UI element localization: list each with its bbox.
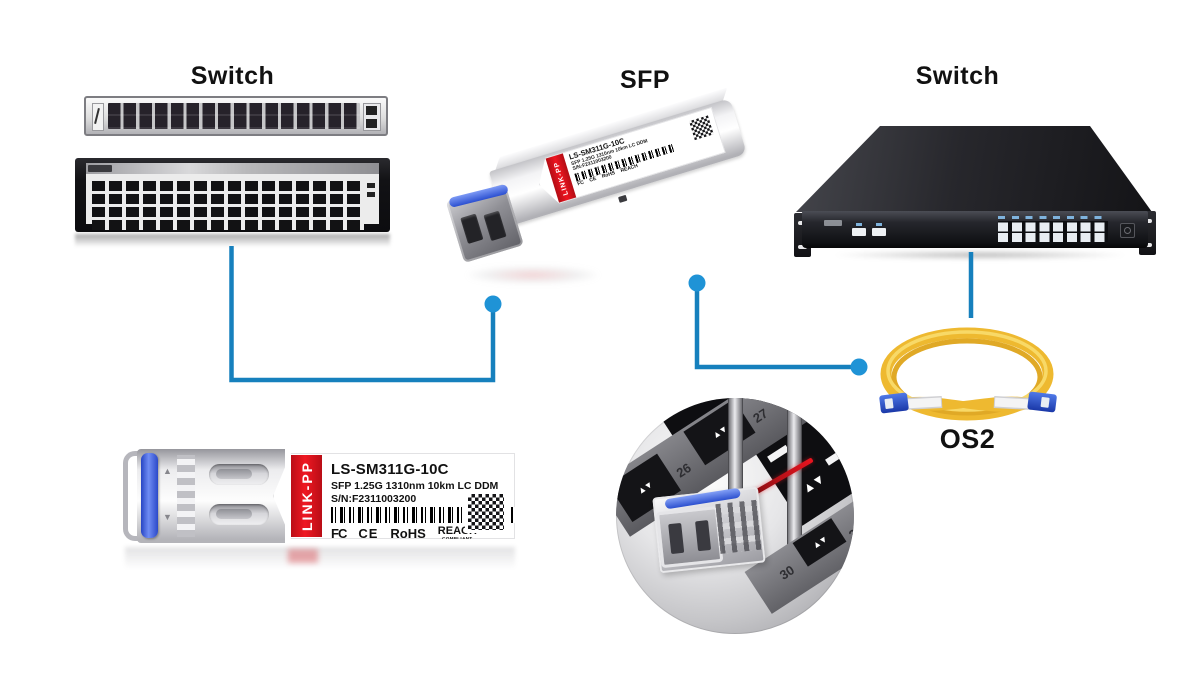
switch-1u-port-row [108,103,360,129]
rack-switch-top-face [796,126,1152,212]
wire-endpoint-dot [850,358,868,376]
rack-switch-port-grid [998,221,1108,242]
switch-2u-reflection [75,234,390,247]
ce-mark: CE [588,175,598,184]
cage-rail [787,398,802,560]
port-number: 27 [750,405,771,426]
cable-coil [880,327,1054,421]
switch-1u-image [84,96,388,136]
sfp-transceiver-image: LINK-PP LS-SM311G-10C SFP 1.25G 1310nm 1… [445,87,767,281]
sfp-slot-bottom [209,504,269,525]
sfp-module-closeup: ▲ ▼ LINK-PP LS-SM311G-10C SFP 1.25G 1310… [123,448,515,545]
switch-2u-faceplate [86,163,379,230]
os2-cable-image [879,327,1057,421]
reach-mark: REACH COMPLIANT [437,525,477,541]
rohs-mark: RoHS [390,526,426,541]
cable-tail [907,396,1027,411]
sfp-cage-body [715,499,763,554]
brand-logo-text: LINK-PP [298,461,315,531]
sfp-module-reflection [125,547,515,573]
cable-coil-inner-loop [891,338,1043,416]
lc-port [460,213,484,245]
sfp-metal-body [137,449,285,543]
rack-switch-shadow [830,250,1130,260]
boot-outline [902,396,943,410]
ce-mark: CE [358,526,379,541]
spec-line: SFP 1.25G 1310nm 10km LC DDM [331,480,499,492]
sfp-cage-front [655,505,724,569]
port-arrows-icon: ▲▼ [810,533,829,551]
switch-1u-uplink-ports [363,103,381,131]
brand-tag: LINK-PP [291,455,322,537]
sfp-cage-closeup [652,486,766,574]
cable-boot-right [994,397,1032,409]
sfp-product-label: LINK-PP LS-SM311G-10C SFP 1.25G 1310nm 1… [273,453,515,539]
brand-tag-reflection [288,549,318,563]
left-switch-title: Switch [190,62,275,90]
lc-connector-left [879,392,909,414]
brand-logo-text: LINK-PP [552,160,570,196]
lc-connector-detail [884,398,894,409]
qr-code [465,491,507,533]
cable-coil-highlight [886,330,1048,412]
cable-coil-rim [881,329,1053,419]
switch-1u-left-slot [92,103,104,131]
model-number: LS-SM311G-10C [331,461,449,478]
sfp-serrated-edge [177,455,195,537]
sfp-latch-bar [141,453,158,538]
sfp-latch-bar [448,183,509,208]
switch-2u-image [75,158,390,232]
rack-switch-port-leds [998,216,1108,219]
port-arrows-icon: ▲▼ [710,423,729,441]
cable-tail [907,396,1027,412]
sfp-reflection [468,266,598,284]
lc-connector-detail [1040,397,1050,408]
panel-dash [825,451,843,466]
rack-switch-front-panel [802,211,1148,248]
lc-connector-right [1027,391,1057,413]
boot-outline [993,396,1033,410]
lc-port [483,210,507,242]
port-arrows-icon: ▲▼ [635,479,655,497]
up-arrow-icon: ▲ [163,466,172,476]
certification-row: FC CE RoHS REACH COMPLIANT [331,525,481,541]
port-arrows-icon: ▲▼ [798,470,828,497]
wire-sfp-to-inset [694,284,859,370]
switch-2u-indicators [367,183,375,188]
label-text-block: LS-SM311G-10C SFP 1.25G 1310nm 10km LC D… [331,461,515,541]
port-number: 26 [673,460,694,481]
switch-2u-top-strip [86,163,379,174]
fcc-mark: FC [576,179,585,188]
rack-switch-button [872,223,886,236]
down-arrow-icon: ▼ [163,512,172,522]
sfp-title: SFP [619,66,671,94]
cable-type-label: OS2 [939,424,996,454]
switch-2u-port-grid [92,178,364,230]
switch-2u-brand-chip [88,165,112,172]
port-number: 30 [776,562,798,583]
sfp-body-detail [618,194,628,203]
sfp-slot-top [209,464,269,485]
right-switch-title: Switch [915,62,1000,90]
rack-switch-console-port [1120,223,1135,238]
installation-inset-image: ▲▼ ▲▼ 26 ▲▼ 27 30 ▲▼ 31 [616,398,854,634]
port-number: 31 [846,522,854,543]
rack-switch-button [852,223,866,236]
rack-switch-brand-mark [824,220,842,226]
cable-boot-left [903,397,942,409]
qr-code [686,113,716,143]
serial-number: S/N:F2311003200 [331,493,417,505]
fcc-mark: FC [331,526,347,541]
sfp-bail-wire [123,451,149,541]
rohs-mark: RoHS [601,170,616,180]
